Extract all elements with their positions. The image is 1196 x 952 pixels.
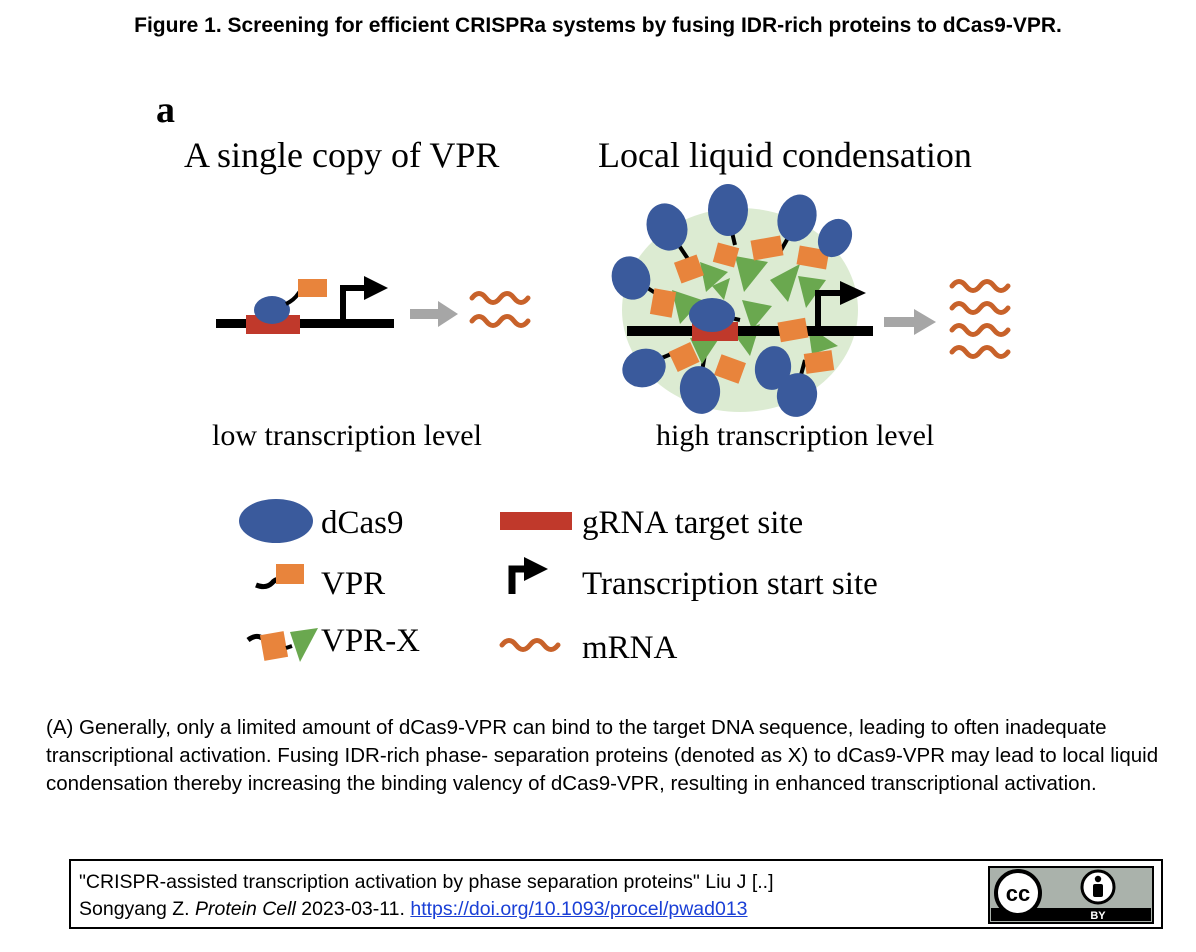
cc-icon-label: cc [1006,881,1030,906]
legend-tss-head [524,557,548,581]
legend-vprx-vpr-icon [259,631,289,661]
gray-arrow-head [438,301,458,327]
low-transcription-label: low transcription level [212,419,482,452]
legend-grna-label: gRNA target site [582,505,803,541]
tss-arrow-head [364,276,388,300]
legend-grna-icon [500,512,572,530]
vpr-domain [298,279,327,297]
mrna-wave [952,282,1008,291]
legend-mrna-label: mRNA [582,630,678,666]
legend-vprx-linker [246,633,264,643]
doi-link[interactable]: https://doi.org/10.1093/procel/pwad013 [410,898,748,920]
left-heading: A single copy of VPR [184,135,499,175]
mrna-wave [952,326,1008,335]
high-transcription-label: high transcription level [656,419,934,452]
legend-tss-label: Transcription start site [582,566,878,602]
mrna-wave [952,304,1008,313]
dna-strand [216,319,394,328]
gray-arrow-head [914,309,936,335]
by-label: BY [1090,910,1106,922]
mrna-wave [472,317,528,326]
dcas9-proteins [611,184,853,417]
figure-panel-a: a A single copy of VPR Local liquid cond… [156,89,1196,666]
citation-date: 2023-03-11. [301,898,405,920]
vpr-domains [649,235,835,384]
citation-text: "CRISPR-assisted transcription activatio… [79,869,979,923]
citation-box: "CRISPR-assisted transcription activatio… [69,859,1163,929]
legend-vpr-label: VPR [321,566,385,602]
legend-vprx-linker2 [285,644,293,650]
tss-arrow [340,285,368,322]
legend-dcas9-icon [239,499,313,543]
legend-vprx-label: VPR-X [321,623,420,659]
legend-vprx-idr-icon [290,628,318,662]
gray-arrow-shaft [410,309,440,319]
citation-authors: Songyang Z. [79,898,190,920]
figure-caption: (A) Generally, only a limited amount of … [46,716,1159,795]
dcas9-protein [254,296,290,324]
cc-by-license-icon: cc BY [988,866,1154,924]
condensate-diagram [611,184,1008,417]
mrna-wave [952,348,1008,357]
legend-tss-icon [508,565,528,594]
mrna-wave [472,294,528,303]
cc-icon [994,869,1042,917]
legend-mrna-icon [502,641,558,650]
citation-title: "CRISPR-assisted transcription activatio… [79,871,774,893]
legend: dCas9 VPR VPR-X gRNA target site Transcr… [239,499,878,666]
gray-arrow-shaft [884,317,916,327]
dna-strand [627,326,873,336]
panel-letter: a [156,89,175,131]
single-vpr-diagram [216,276,528,334]
tss-arrow-head [840,281,866,305]
figure-title: Figure 1. Screening for efficient CRISPR… [134,14,1062,37]
legend-dcas9-label: dCas9 [321,505,404,541]
legend-vpr-icon [276,564,304,584]
right-heading: Local liquid condensation [598,135,972,175]
tss-arrow [815,290,844,330]
citation-journal: Protein Cell [195,898,296,920]
